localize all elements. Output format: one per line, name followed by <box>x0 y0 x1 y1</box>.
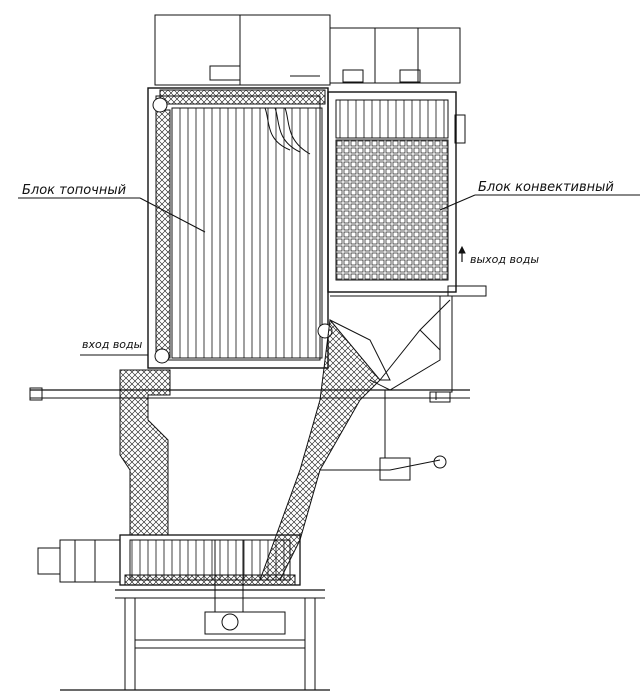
firebox-lining <box>29 318 470 581</box>
label-convective-block: Блок конвективный <box>478 180 614 195</box>
support-frame <box>60 589 330 691</box>
hopper-support <box>330 295 453 403</box>
convective-block <box>327 91 487 297</box>
label-water-outlet: выход воды <box>470 253 539 266</box>
label-water-inlet: вход воды <box>82 338 143 351</box>
furnace-block <box>147 87 333 369</box>
grate-section <box>37 534 301 635</box>
leaders <box>18 194 640 356</box>
label-furnace-block: Блок топочный <box>22 183 126 198</box>
top-casing <box>154 14 461 86</box>
